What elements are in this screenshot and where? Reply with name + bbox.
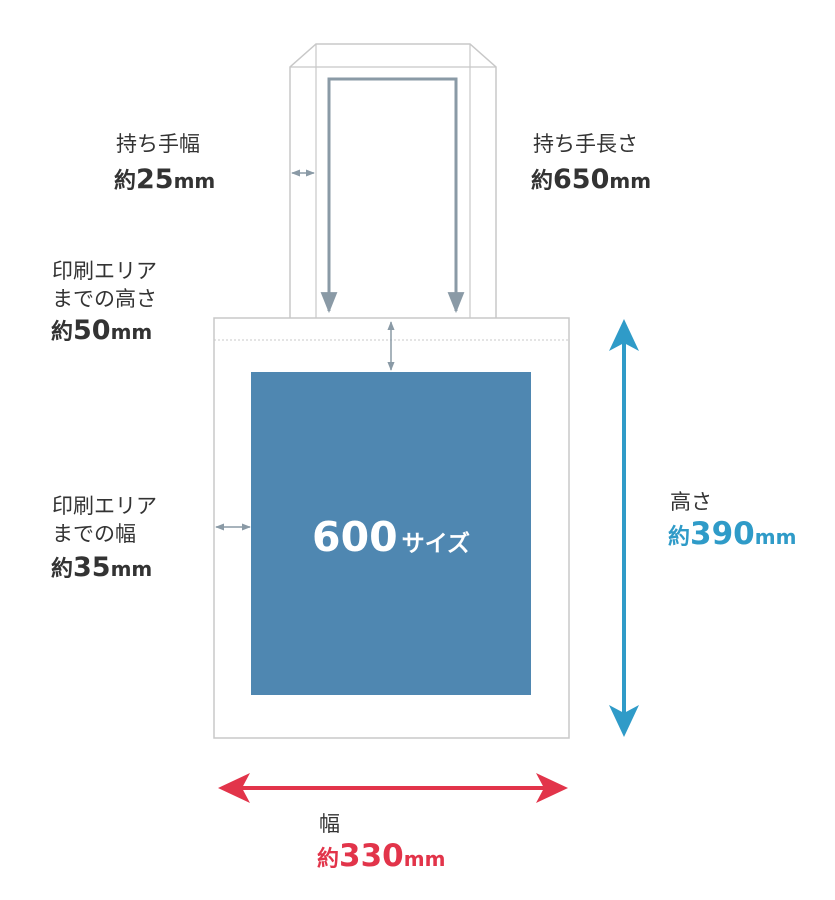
width-arrow-head-left: [218, 773, 250, 803]
handle-width-label: 持ち手幅: [116, 132, 200, 156]
print-top-prefix: 約: [51, 320, 74, 345]
handle-length-unit: mm: [609, 169, 652, 193]
handle-length-number: 650: [553, 164, 610, 195]
print-area-size-number: 600: [312, 513, 398, 561]
print-top-number: 50: [73, 315, 111, 346]
handle-outline: [289, 43, 497, 318]
handle-length-label: 持ち手長さ: [533, 132, 638, 156]
print-side-label-line2: までの幅: [52, 522, 136, 546]
width-unit: mm: [403, 847, 446, 871]
height-value: 約390mm: [668, 519, 796, 554]
print-side-unit: mm: [110, 557, 153, 581]
width-arrow-head-right: [536, 773, 568, 803]
print-top-value: 約50mm: [51, 316, 152, 349]
print-side-prefix: 約: [51, 557, 74, 582]
width-number: 330: [339, 838, 404, 874]
handle-length-prefix: 約: [531, 169, 554, 194]
height-arrow-head-top: [609, 319, 639, 351]
print-side-label-line1: 印刷エリア: [52, 494, 157, 518]
height-label: 高さ: [670, 490, 712, 514]
width-label: 幅: [319, 812, 340, 836]
print-area-size-suffix: サイズ: [402, 530, 470, 557]
handle-length-value: 約650mm: [531, 165, 651, 198]
width-value: 約330mm: [317, 841, 445, 876]
handle-width-unit: mm: [173, 169, 216, 193]
height-arrow-head-bottom: [609, 705, 639, 737]
handle-width-prefix: 約: [114, 169, 137, 194]
print-top-label-line2: までの高さ: [52, 287, 157, 311]
handle-width-number: 25: [136, 164, 174, 195]
handle-width-value: 約25mm: [114, 165, 215, 198]
print-area: [251, 372, 531, 695]
print-top-unit: mm: [110, 320, 153, 344]
handle-inner-outline: [290, 44, 496, 318]
print-side-number: 35: [73, 552, 111, 583]
print-top-label-line1: 印刷エリア: [52, 259, 157, 283]
width-prefix: 約: [317, 847, 340, 872]
print-side-value: 約35mm: [51, 553, 152, 586]
height-number: 390: [690, 516, 755, 552]
handle-strap-line: [327, 77, 458, 305]
height-unit: mm: [754, 525, 797, 549]
height-prefix: 約: [668, 525, 691, 550]
